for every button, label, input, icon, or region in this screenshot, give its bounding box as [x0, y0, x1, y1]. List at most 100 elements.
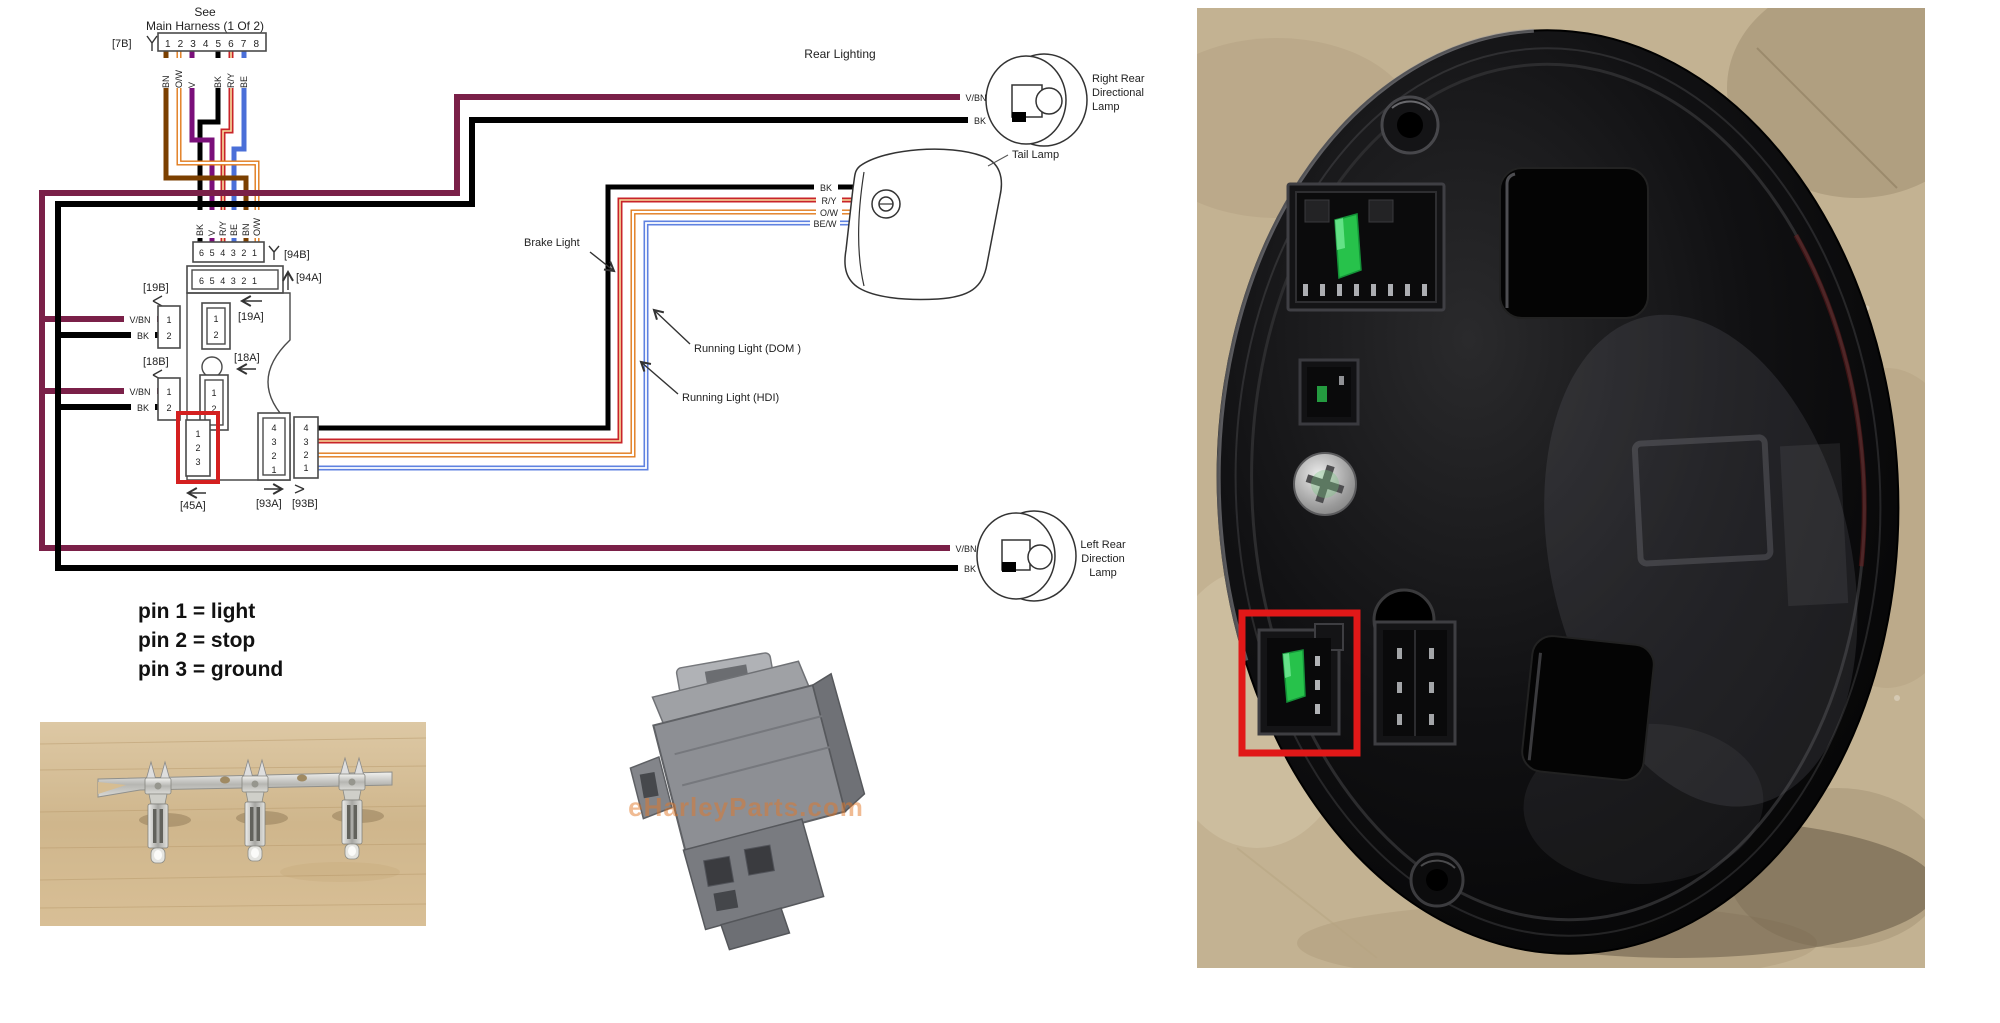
- right-rear-lamp-drawing: V/BN BK Right Rear Directional Lamp: [960, 53, 1145, 147]
- mounting-grommet-top: [1380, 95, 1440, 155]
- callout-arrow-icon: [639, 360, 679, 395]
- pin-note-3: pin 3 = ground: [138, 658, 283, 681]
- pin-note-1: pin 1 = light: [138, 600, 255, 623]
- wire-label: V: [207, 230, 217, 236]
- callout-running-hdi: Running Light (HDI): [682, 392, 779, 404]
- pin: 1: [211, 388, 216, 398]
- left-rear-lamp-drawing: V/BN BK Left Rear Direction Lamp: [950, 510, 1126, 602]
- callout-arrow-icon: [652, 308, 691, 345]
- harness-note-line1: See: [194, 5, 216, 19]
- crimp-terminal: [338, 756, 366, 860]
- harness-note-line2: Main Harness (1 Of 2): [146, 19, 264, 33]
- label-18a: [18A]: [234, 352, 260, 364]
- connector-19a-inner: [206, 307, 226, 345]
- wire-label: V: [187, 82, 197, 88]
- connector-45a: [185, 419, 211, 477]
- left-lamp-label-3: Lamp: [1089, 567, 1117, 579]
- wire-label: BK: [195, 224, 205, 236]
- fork-icon: [152, 295, 163, 307]
- wire-label-vbn: V/BN: [129, 315, 150, 325]
- pin: 3: [271, 437, 276, 447]
- wire-label-vbn: V/BN: [129, 387, 150, 397]
- right-lamp-label-2: Directional: [1092, 87, 1144, 99]
- wire-label-bk: BK: [964, 564, 976, 574]
- pin-slots: [1303, 284, 1427, 296]
- wiring-diagram: See Main Harness (1 Of 2) [7B] 1 2 3 4 5…: [39, 5, 1145, 681]
- left-lamp-label-2: Direction: [1081, 553, 1124, 565]
- wood-background: [40, 722, 426, 926]
- housing-opening-top: [1499, 167, 1649, 319]
- connector-94a-pins: 6 5 4 3 2 1: [199, 276, 257, 286]
- callout-brake-light: Brake Light: [524, 237, 580, 249]
- label-7b: [7B]: [112, 38, 132, 50]
- wire-label-bk: BK: [974, 116, 986, 126]
- label-94a: [94A]: [296, 272, 322, 284]
- pin: 2: [271, 451, 276, 461]
- small-socket: [1298, 358, 1360, 426]
- wire-labels-top: BN O/W V BK R/Y BE: [161, 58, 249, 88]
- left-lamp-label-1: Left Rear: [1080, 539, 1126, 551]
- wire-labels-mid: BK V R/Y BE BN O/W: [195, 210, 262, 238]
- wire-label: BE/W: [813, 219, 837, 229]
- wire-label: R/Y: [821, 196, 836, 206]
- label-18b: [18B]: [143, 356, 169, 368]
- crimp-terminal: [241, 758, 269, 862]
- right-lamp-label-1: Right Rear: [1092, 73, 1145, 85]
- mounting-grommet-bottom: [1409, 852, 1465, 908]
- connector-7b-pins: 1 2 3 4 5 6 7 8: [165, 39, 259, 50]
- tail-lamp-label: Tail Lamp: [1012, 149, 1059, 161]
- pin: 2: [166, 403, 171, 413]
- pin: 3: [195, 457, 200, 467]
- wire-label-bk: BK: [137, 331, 149, 341]
- pin-socket-3: [1257, 623, 1344, 736]
- pin: 3: [303, 437, 308, 447]
- fork-icon: [294, 484, 305, 494]
- label-45a: [45A]: [180, 500, 206, 512]
- gray-connector: [629, 652, 866, 951]
- crimp-terminal: [144, 760, 172, 864]
- watermark: eHarleyParts.com: [628, 792, 864, 822]
- connector-93a-inner: [262, 417, 286, 476]
- connector-19b: [157, 305, 181, 349]
- callout-running-dom: Running Light (DOM ): [694, 343, 801, 355]
- pin-slots: [1315, 656, 1320, 714]
- wire-label: O/W: [820, 208, 839, 218]
- wire-label: BN: [161, 75, 171, 88]
- pin: 2: [211, 404, 216, 414]
- connector-18a-inner: [204, 379, 224, 426]
- connector-94a-inner: [191, 269, 279, 290]
- pin: 1: [166, 315, 171, 325]
- highlight-connector-photo: [1238, 609, 1361, 757]
- fork-icon: [146, 35, 158, 51]
- green-terminal: [1317, 386, 1327, 402]
- pin: 1: [166, 387, 171, 397]
- callout-arrow-icon: [589, 251, 616, 273]
- tail-lamp-drawing: Tail Lamp: [844, 148, 1059, 301]
- bulb-icon: [1035, 87, 1063, 115]
- connector-7b: [157, 32, 267, 52]
- phillips-screw: [1293, 452, 1357, 516]
- bulb-icon: [1027, 544, 1053, 570]
- pin: 2: [195, 443, 200, 453]
- pin-socket-8: [1286, 182, 1446, 312]
- terminal-strip-photo: [40, 722, 426, 926]
- connector-94b: [192, 241, 265, 263]
- wood-grain: [40, 737, 426, 909]
- connector-93b: [293, 416, 319, 479]
- highlight-45a-connector: [176, 411, 220, 484]
- pin: 1: [271, 465, 276, 475]
- wire-label-bk: BK: [137, 403, 149, 413]
- pin: 2: [166, 331, 171, 341]
- harness-wires-top: [163, 51, 260, 242]
- right-lamp-label-3: Lamp: [1092, 101, 1120, 113]
- wire-label: R/Y: [218, 221, 228, 236]
- tail-lamp-wires: [318, 184, 872, 471]
- tail-lamp-housing-photo: [1197, 8, 1925, 968]
- connector-photo: eHarleyParts.com: [628, 652, 866, 951]
- wire-label-vbn: V/BN: [955, 544, 976, 554]
- label-94b: [94B]: [284, 249, 310, 261]
- label-19b: [19B]: [143, 282, 169, 294]
- pin-note-2: pin 2 = stop: [138, 629, 255, 652]
- wire-label: O/W: [252, 217, 262, 236]
